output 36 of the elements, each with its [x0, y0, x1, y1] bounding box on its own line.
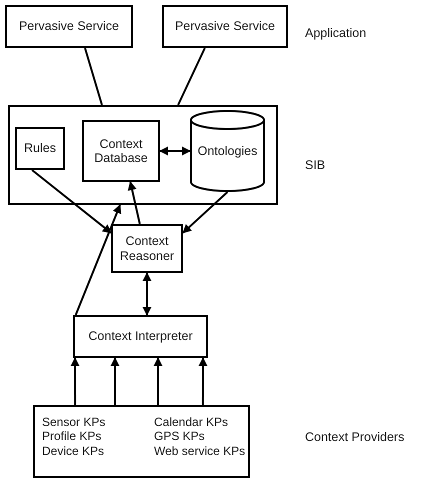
process-box — [5, 5, 133, 48]
connector-line — [177, 48, 206, 106]
node-label: Context Reasoner — [118, 234, 176, 263]
process-box — [162, 5, 288, 48]
provider-name: Calendar KPs — [154, 415, 230, 430]
layer-label: Application — [305, 26, 366, 40]
arrow — [128, 181, 141, 224]
arrow — [154, 357, 163, 405]
arrow — [142, 272, 152, 316]
provider-name: GPS KPs — [154, 429, 206, 444]
layer-label: SIB — [305, 158, 326, 172]
node-label: Context Database — [93, 136, 149, 166]
connector-line — [84, 48, 103, 106]
node-label: Pervasive Service — [174, 19, 276, 34]
arrow — [159, 146, 191, 156]
process-box — [111, 224, 183, 273]
provider-name: Device KPs — [42, 444, 106, 458]
node-label: Context Interpreter — [88, 329, 193, 344]
arrow — [74, 204, 122, 316]
arrow — [182, 191, 228, 234]
arrow — [31, 169, 112, 234]
process-box — [82, 120, 160, 182]
node-label: Pervasive Service — [18, 19, 120, 34]
provider-name: Sensor KPs — [42, 415, 106, 430]
provider-name: Web service KPs — [154, 444, 246, 458]
group-box — [8, 105, 278, 205]
process-box — [15, 127, 65, 170]
arrow — [70, 357, 80, 405]
provider-name: Profile KPs — [42, 429, 102, 444]
arrow — [110, 357, 120, 405]
node-label: Rules — [24, 141, 56, 156]
process-box — [33, 405, 250, 478]
node-label: Ontologies — [198, 144, 258, 158]
process-box — [73, 315, 208, 358]
arrow — [198, 357, 208, 405]
layer-label: Context Providers — [305, 430, 404, 444]
